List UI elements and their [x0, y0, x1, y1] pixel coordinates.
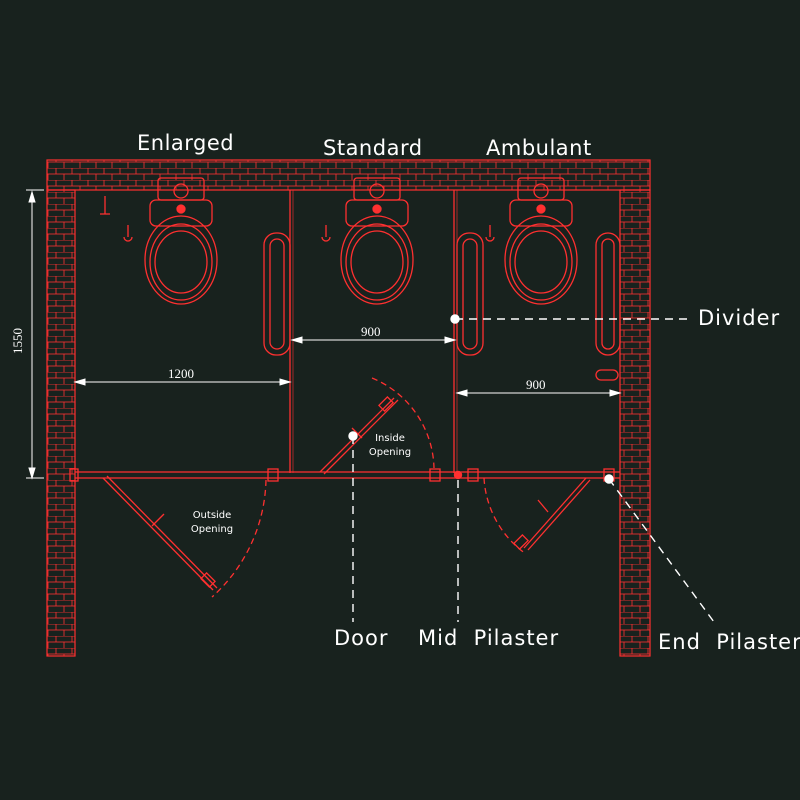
front-panels	[69, 468, 620, 482]
outside-opening-note: Outside Opening	[184, 509, 240, 537]
door-standard	[319, 377, 435, 475]
walls	[46, 159, 651, 657]
callout-leaders	[348, 314, 715, 623]
door-enlarged	[102, 475, 267, 598]
callout-divider: Divider	[698, 306, 781, 330]
inside-opening-note: Inside Opening	[365, 432, 415, 460]
dimension-enlarged-width-label: 1200	[168, 366, 194, 381]
grab-rails	[263, 232, 621, 381]
toilet-ambulant	[485, 177, 578, 305]
grab-rail-ambulant-left	[456, 232, 484, 356]
right-wall	[619, 189, 651, 657]
heading-standard: Standard	[323, 136, 423, 160]
left-wall	[46, 189, 76, 657]
heading-enlarged: Enlarged	[137, 131, 235, 155]
dimension-standard-width-label: 900	[361, 324, 381, 339]
door-ambulant	[483, 477, 591, 555]
toilet-standard	[321, 177, 414, 305]
inside-opening-line-2: Opening	[368, 447, 412, 458]
callout-end-pilaster: End Pilaster	[658, 630, 800, 654]
heading-ambulant: Ambulant	[486, 136, 592, 160]
callout-door: Door	[334, 626, 389, 650]
dimension-lines	[26, 189, 622, 480]
grab-rail-standard	[263, 232, 291, 356]
top-wall	[46, 159, 651, 191]
dimension-ambulant-width-label: 900	[526, 377, 546, 392]
outside-opening-line-1: Outside	[192, 510, 232, 521]
outside-opening-line-2: Opening	[190, 524, 234, 535]
inside-opening-line-1: Inside	[375, 433, 405, 444]
mid-pilaster-marker	[453, 470, 463, 480]
grab-rail-ambulant-right	[595, 232, 621, 356]
dimension-height-label: 1550	[10, 328, 25, 354]
toilet-enlarged	[100, 177, 218, 305]
callout-mid-pilaster: Mid Pilaster	[418, 626, 560, 650]
